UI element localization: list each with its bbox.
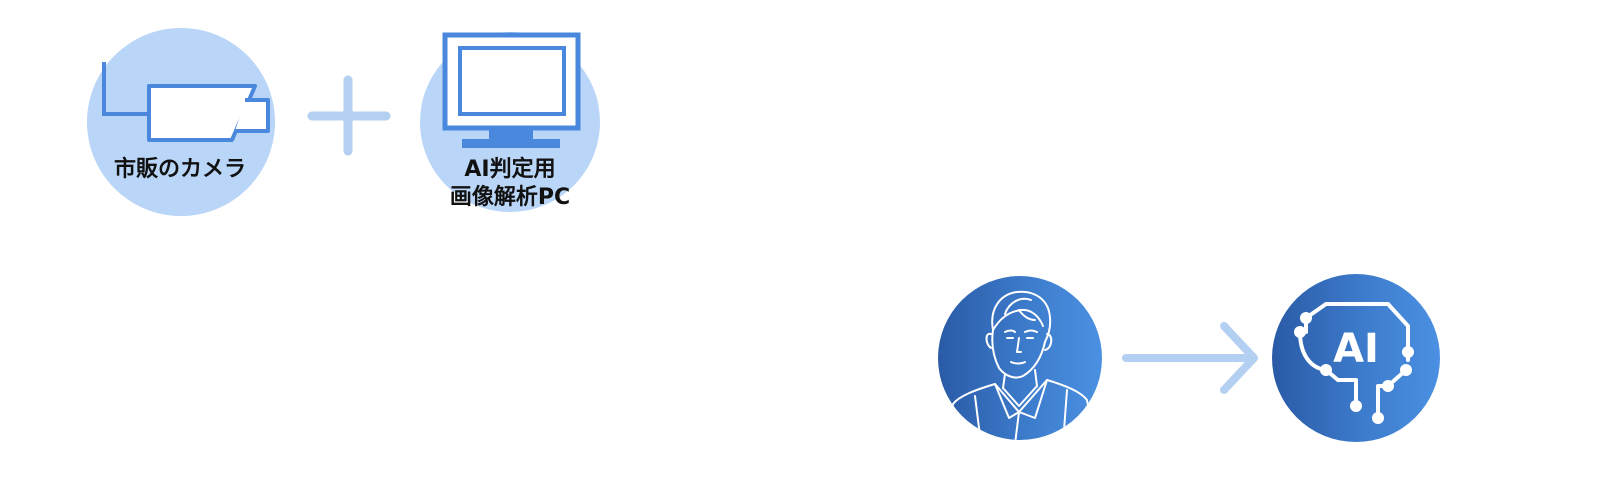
camera-node: 市販のカメラ [0, 0, 290, 230]
ai-badge-text: AI [1333, 326, 1379, 372]
pc-node: AI判定用 画像解析PC [400, 20, 620, 220]
monitor-icon [420, 32, 600, 212]
camera-icon [87, 28, 275, 216]
pc-label-line2: 画像解析PC [449, 185, 571, 210]
person-icon [938, 276, 1102, 440]
arrow-connector [1118, 318, 1263, 400]
camera-label: 市販のカメラ [113, 157, 246, 182]
plus-connector [300, 70, 400, 165]
ai-node: AI [1270, 272, 1442, 444]
arrow-right-icon [1122, 322, 1258, 394]
person-node [935, 272, 1107, 444]
plus-icon [307, 75, 391, 156]
ai-circuit-icon: AI [1272, 274, 1440, 442]
pc-label-line1: AI判定用 [464, 157, 556, 182]
